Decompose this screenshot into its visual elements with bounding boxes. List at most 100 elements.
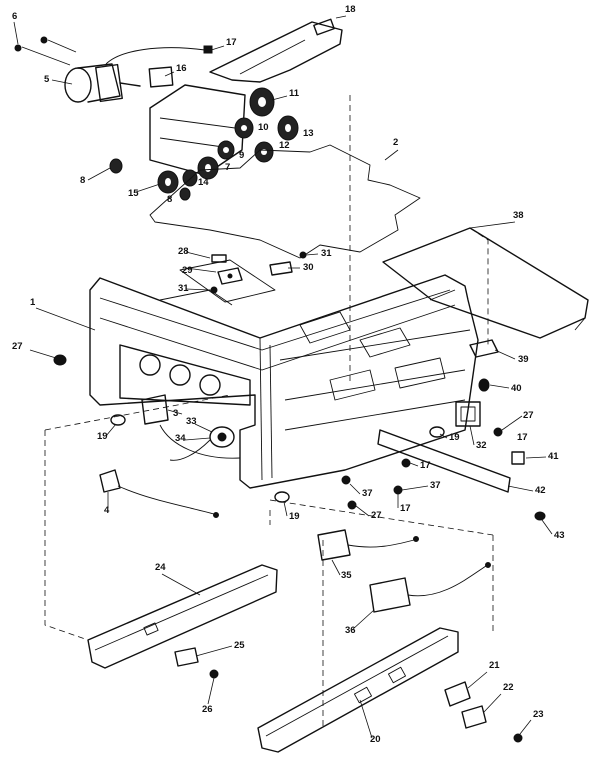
callout-c8b: 8 (167, 194, 172, 205)
callout-c37b: 37 (430, 480, 441, 491)
callout-c27b: 27 (523, 410, 534, 421)
gear-13 (277, 115, 299, 141)
screw-43 (534, 511, 546, 521)
screw-17b (493, 427, 503, 437)
foot-19c (274, 491, 290, 503)
callout-c30: 30 (303, 262, 314, 273)
washer-8b (179, 187, 191, 201)
callout-c36: 36 (345, 625, 356, 636)
drive-motor (64, 45, 213, 103)
callout-c23: 23 (533, 709, 544, 720)
callout-c24: 24 (155, 562, 166, 573)
callout-c40: 40 (511, 383, 522, 394)
callout-c33: 33 (186, 416, 197, 427)
callout-c14: 14 (198, 177, 209, 188)
callout-c20: 20 (370, 734, 381, 745)
callout-c42: 42 (535, 485, 546, 496)
callout-c18: 18 (345, 4, 356, 15)
callout-c17c: 17 (420, 460, 431, 471)
callout-c8a: 8 (80, 175, 85, 186)
screw-31a (299, 251, 307, 259)
harness-4 (99, 469, 219, 518)
callout-c9: 9 (239, 150, 244, 161)
callout-c26: 26 (202, 704, 213, 715)
callout-c17d: 17 (400, 503, 411, 514)
callout-c32: 32 (476, 440, 487, 451)
clip-22 (461, 705, 487, 729)
callout-c19c: 19 (289, 511, 300, 522)
plate-39 (469, 339, 499, 358)
callout-c17a: 17 (226, 37, 237, 48)
callout-leaders (51, 45, 553, 739)
screw-17d (393, 485, 403, 495)
callout-c7: 7 (225, 162, 230, 173)
callout-c29: 29 (182, 265, 193, 276)
callout-c35: 35 (341, 570, 352, 581)
foot-19b (429, 426, 445, 438)
screw-27a (29, 349, 67, 366)
cover-38 (382, 221, 589, 339)
assembly-guide-lines (44, 95, 494, 730)
clip-30 (269, 261, 293, 276)
callout-c3: 3 (173, 408, 178, 419)
callout-c5: 5 (44, 74, 50, 85)
callout-c1: 1 (30, 297, 36, 308)
screw-27c (347, 500, 357, 510)
gear-12 (254, 141, 274, 163)
sensor-35 (317, 529, 419, 561)
gear-bracket (148, 66, 246, 176)
callout-c21: 21 (489, 660, 500, 671)
switch-3 (141, 394, 241, 459)
callout-c43: 43 (554, 530, 565, 541)
clip-21 (444, 681, 471, 707)
callout-c27a: 27 (12, 341, 23, 352)
screw-31b (210, 286, 218, 294)
bracket-18 (209, 15, 347, 83)
callout-c41: 41 (548, 451, 559, 462)
gear-15 (157, 170, 179, 194)
callout-c15: 15 (128, 188, 139, 199)
screw-23 (513, 733, 523, 743)
callout-c39: 39 (518, 354, 529, 365)
sheet-2 (149, 144, 421, 259)
screw-37 (341, 475, 351, 485)
callout-c11: 11 (289, 88, 300, 99)
screw-26 (207, 669, 219, 705)
foot-19a (110, 414, 126, 426)
callout-c13: 13 (303, 128, 314, 139)
screw-40 (478, 378, 490, 392)
sensor-36 (369, 562, 491, 613)
callout-c28: 28 (178, 246, 189, 257)
washer-8a (109, 158, 123, 174)
callout-c27c: 27 (371, 510, 382, 521)
main-chassis-1 (35, 259, 479, 489)
clip-29 (217, 267, 243, 285)
gear-7 (197, 156, 219, 180)
callout-c25: 25 (234, 640, 245, 651)
callout-c6: 6 (12, 11, 17, 22)
screw-17c (401, 458, 411, 468)
callout-c31a: 31 (321, 248, 332, 259)
clip-25 (174, 647, 199, 667)
callout-c17b: 17 (517, 432, 528, 443)
callout-c16: 16 (176, 63, 187, 74)
callout-c4: 4 (104, 505, 110, 516)
callout-labels: 6 5 17 16 18 11 10 13 12 97 8 14 15 8 2 38 28 31 29 30 31 1 27… (12, 4, 565, 745)
gear-11 (249, 87, 275, 117)
bracket-32 (455, 401, 481, 427)
rail-42 (377, 429, 511, 493)
callout-c38: 38 (513, 210, 524, 221)
callout-c10: 10 (258, 122, 269, 133)
clip-41 (511, 451, 525, 465)
callout-c2: 2 (393, 137, 398, 148)
gear-9 (217, 140, 235, 160)
callout-c37a: 37 (362, 488, 373, 499)
sensor-33-34 (169, 426, 235, 461)
callout-c22: 22 (503, 682, 514, 693)
callout-c31b: 31 (178, 283, 189, 294)
callout-c12: 12 (279, 140, 290, 151)
callout-c19a: 19 (97, 431, 108, 442)
gear-10 (234, 117, 254, 139)
rail-20 (257, 627, 459, 753)
